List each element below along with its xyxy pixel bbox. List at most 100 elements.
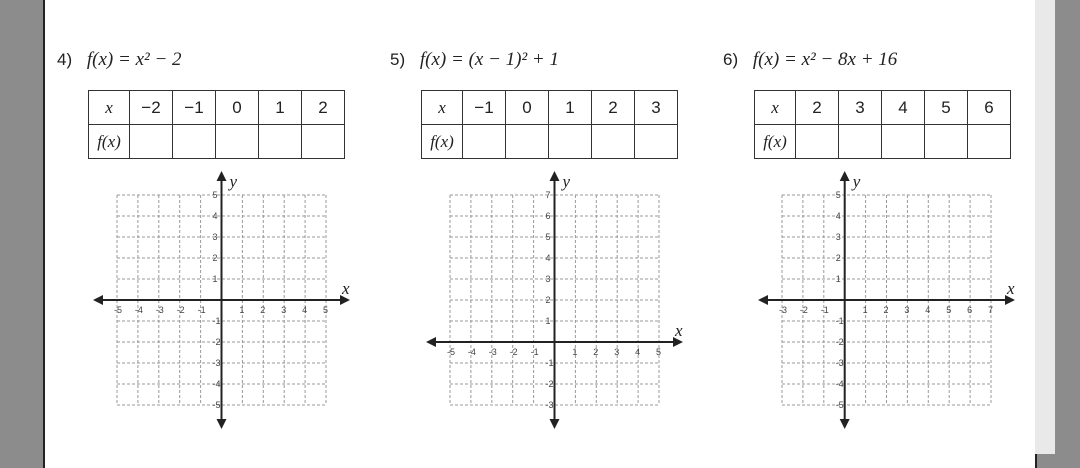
x-axis-label: x xyxy=(674,321,683,340)
y-tick-label: 4 xyxy=(213,211,218,221)
y-axis-up-arrow-icon xyxy=(839,171,850,181)
y-tick-label: 3 xyxy=(546,274,551,284)
problem-expression: f(x) = x² − 8x + 16 xyxy=(752,49,898,70)
problem-number: 5) xyxy=(390,50,406,69)
table-answer-cell[interactable] xyxy=(924,124,968,159)
problem-number: 6) xyxy=(723,50,739,69)
y-tick-label: -4 xyxy=(213,379,221,389)
x-tick-label: 3 xyxy=(904,305,909,315)
table-row-fx: f(x) xyxy=(754,124,1011,159)
table-answer-cell[interactable] xyxy=(634,124,678,159)
y-axis-label: y xyxy=(228,172,238,191)
x-tick-label: -4 xyxy=(135,305,143,315)
x-tick-label: -1 xyxy=(821,305,829,315)
x-axis-right-arrow-icon xyxy=(673,337,683,347)
y-tick-label: 2 xyxy=(213,253,218,263)
table-row-fx: f(x) xyxy=(421,124,678,159)
y-tick-label: 1 xyxy=(213,274,218,284)
y-tick-label: -3 xyxy=(546,400,554,410)
x-axis-right-arrow-icon xyxy=(340,295,350,305)
x-tick-label: 1 xyxy=(863,305,868,315)
x-axis-label: x xyxy=(1006,279,1015,298)
x-tick-label: 1 xyxy=(239,305,244,315)
x-tick-label: 6 xyxy=(967,305,972,315)
table-answer-cell[interactable] xyxy=(795,124,839,159)
x-tick-label: -4 xyxy=(468,347,476,357)
table-cell-x: 6 xyxy=(967,90,1011,125)
table-answer-cell[interactable] xyxy=(215,124,259,159)
table-answer-cell[interactable] xyxy=(462,124,506,159)
y-axis-label: y xyxy=(561,172,571,191)
problem-title: 4) f(x) = x² − 2 xyxy=(57,49,182,71)
x-tick-label: 5 xyxy=(946,305,951,315)
y-tick-label: -4 xyxy=(836,379,844,389)
problem-number: 4) xyxy=(57,50,73,69)
value-table-5: x −1 0 1 2 3 f(x) xyxy=(421,90,678,159)
x-tick-label: -2 xyxy=(177,305,185,315)
y-tick-label: -3 xyxy=(836,358,844,368)
y-axis-down-arrow-icon xyxy=(839,419,850,429)
x-tick-label: 1 xyxy=(572,347,577,357)
table-answer-cell[interactable] xyxy=(967,124,1011,159)
x-tick-label: 5 xyxy=(323,305,328,315)
x-axis-left-arrow-icon xyxy=(426,337,436,347)
table-header-fx: f(x) xyxy=(754,124,796,159)
y-tick-label: 3 xyxy=(836,232,841,242)
x-tick-label: -5 xyxy=(114,305,122,315)
y-axis-down-arrow-icon xyxy=(216,419,227,429)
y-tick-label: 1 xyxy=(546,316,551,326)
problem-expression: f(x) = x² − 2 xyxy=(86,49,182,70)
table-cell-x: 2 xyxy=(591,90,635,125)
value-table-6: x 2 3 4 5 6 f(x) xyxy=(754,90,1011,159)
y-tick-label: -1 xyxy=(836,316,844,326)
right-scroll-strip xyxy=(1035,0,1055,454)
x-tick-label: 4 xyxy=(925,305,930,315)
x-tick-label: 7 xyxy=(988,305,993,315)
table-answer-cell[interactable] xyxy=(172,124,216,159)
y-tick-label: 4 xyxy=(546,253,551,263)
y-tick-label: 2 xyxy=(546,295,551,305)
y-tick-label: -5 xyxy=(836,400,844,410)
y-tick-label: -1 xyxy=(546,358,554,368)
table-answer-cell[interactable] xyxy=(258,124,302,159)
x-tick-label: 3 xyxy=(614,347,619,357)
worksheet-page xyxy=(43,0,1037,468)
x-tick-label: -3 xyxy=(779,305,787,315)
x-tick-label: -2 xyxy=(800,305,808,315)
table-answer-cell[interactable] xyxy=(881,124,925,159)
problem-title: 6) f(x) = x² − 8x + 16 xyxy=(723,49,897,71)
table-answer-cell[interactable] xyxy=(301,124,345,159)
x-tick-label: -5 xyxy=(447,347,455,357)
y-tick-label: -5 xyxy=(213,400,221,410)
y-tick-label: -2 xyxy=(213,337,221,347)
table-answer-cell[interactable] xyxy=(838,124,882,159)
table-cell-x: 2 xyxy=(795,90,839,125)
x-tick-label: -3 xyxy=(489,347,497,357)
y-tick-label: 5 xyxy=(213,190,218,200)
x-tick-label: -3 xyxy=(156,305,164,315)
y-tick-label: -3 xyxy=(213,358,221,368)
y-tick-label: 1 xyxy=(836,274,841,284)
y-tick-label: 5 xyxy=(546,232,551,242)
x-tick-label: -1 xyxy=(531,347,539,357)
problem-title: 5) f(x) = (x − 1)² + 1 xyxy=(390,49,559,71)
table-header-x: x xyxy=(88,90,130,125)
table-cell-x: 4 xyxy=(881,90,925,125)
table-header-fx: f(x) xyxy=(88,124,130,159)
y-tick-label: 6 xyxy=(546,211,551,221)
x-tick-label: 4 xyxy=(635,347,640,357)
y-tick-label: 5 xyxy=(836,190,841,200)
y-tick-label: 4 xyxy=(836,211,841,221)
x-tick-label: 2 xyxy=(260,305,265,315)
x-tick-label: 2 xyxy=(593,347,598,357)
table-cell-x: 3 xyxy=(634,90,678,125)
y-axis-label: y xyxy=(851,172,861,191)
table-cell-x: −1 xyxy=(462,90,506,125)
x-axis-left-arrow-icon xyxy=(93,295,103,305)
x-tick-label: -1 xyxy=(198,305,206,315)
table-row-x: x 2 3 4 5 6 xyxy=(754,90,1011,125)
y-axis-up-arrow-icon xyxy=(216,171,227,181)
